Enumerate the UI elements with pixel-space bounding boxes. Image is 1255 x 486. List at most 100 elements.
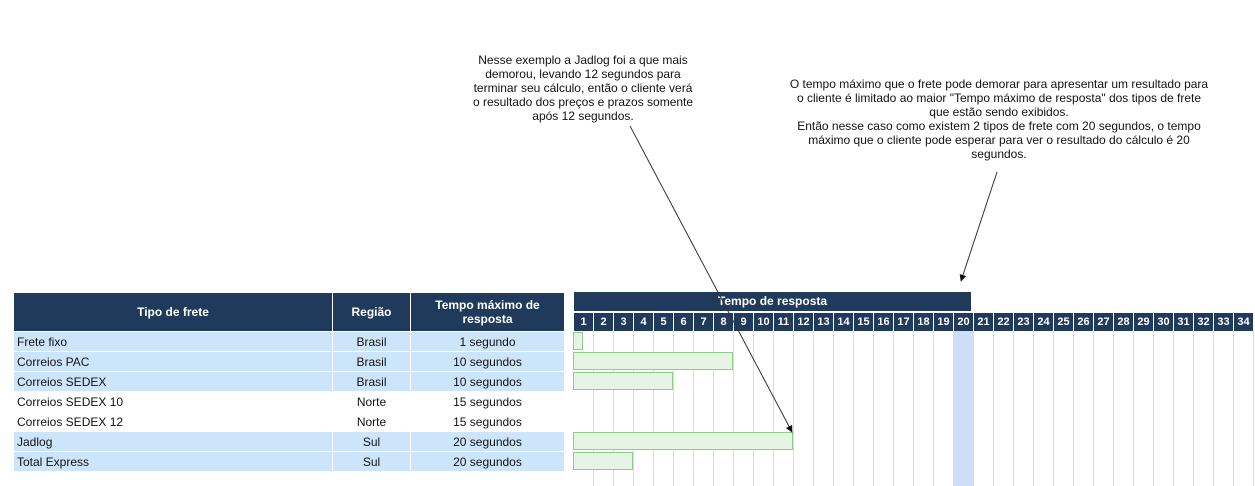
second-label: 12: [794, 313, 813, 331]
second-label: 14: [834, 313, 853, 331]
cell-max-time: 15 segundos: [410, 391, 565, 412]
second-label: 27: [1094, 313, 1113, 331]
grid-line: [773, 331, 774, 486]
header-type: Tipo de frete: [13, 292, 333, 332]
second-label: 18: [914, 313, 933, 331]
response-bar: [573, 352, 733, 370]
table-row: Jadlog Sul 20 segundos: [13, 431, 565, 452]
arrow-max-time: [959, 171, 998, 282]
second-label: 33: [1214, 313, 1233, 331]
timeline-title: Tempo de resposta: [574, 292, 971, 311]
second-label: 19: [934, 313, 953, 331]
cell-type: Jadlog: [13, 431, 333, 452]
grid-line: [693, 331, 694, 486]
table-row: Total Express Sul 20 segundos: [13, 451, 565, 472]
grid-line: [853, 331, 854, 486]
response-bar: [573, 432, 793, 450]
grid-line: [613, 331, 614, 486]
second-label: 20: [954, 313, 973, 331]
table-row: Correios PAC Brasil 10 segundos: [13, 351, 565, 372]
grid-line: [673, 331, 674, 486]
grid-line: [1053, 331, 1054, 486]
second-label: 29: [1134, 313, 1153, 331]
header-region: Região: [332, 292, 411, 332]
second-label: 22: [994, 313, 1013, 331]
cell-region: Sul: [332, 431, 411, 452]
grid-line: [933, 331, 934, 486]
second-label: 21: [974, 313, 993, 331]
cell-type: Correios PAC: [13, 351, 333, 372]
cell-type: Correios SEDEX: [13, 371, 333, 392]
grid-line: [1233, 331, 1234, 486]
grid-line: [1033, 331, 1034, 486]
header-max-time: Tempo máximo de resposta: [410, 292, 565, 332]
second-label: 17: [894, 313, 913, 331]
cell-type: Correios SEDEX 12: [13, 411, 333, 432]
grid-line: [1113, 331, 1114, 486]
grid-line: [1173, 331, 1174, 486]
grid-line: [913, 331, 914, 486]
table-row: Frete fixo Brasil 1 segundo: [13, 331, 565, 352]
second-label: 11: [774, 313, 793, 331]
grid-line: [713, 331, 714, 486]
second-label: 34: [1234, 313, 1253, 331]
cell-type: Frete fixo: [13, 331, 333, 352]
response-bar: [573, 372, 673, 390]
response-bar: [573, 452, 633, 470]
grid-line: [593, 331, 594, 486]
second-label: 7: [694, 313, 713, 331]
second-label: 6: [674, 313, 693, 331]
second-label: 26: [1074, 313, 1093, 331]
grid-line: [1013, 331, 1014, 486]
highlight-column: [954, 331, 973, 486]
cell-max-time: 20 segundos: [410, 431, 565, 452]
second-label: 30: [1154, 313, 1173, 331]
second-label: 15: [854, 313, 873, 331]
response-bar: [573, 332, 583, 350]
cell-max-time: 20 segundos: [410, 451, 565, 472]
second-label: 2: [594, 313, 613, 331]
grid-line: [793, 331, 794, 486]
grid-line: [1073, 331, 1074, 486]
second-label: 31: [1174, 313, 1193, 331]
grid-line: [733, 331, 734, 486]
cell-type: Correios SEDEX 10: [13, 391, 333, 412]
freight-table: Tipo de frete Região Tempo máximo de res…: [13, 292, 565, 472]
grid-line: [833, 331, 834, 486]
second-label: 4: [634, 313, 653, 331]
max-time-note: O tempo máximo que o frete pode demorar …: [789, 77, 1209, 161]
cell-region: Brasil: [332, 371, 411, 392]
second-label: 10: [754, 313, 773, 331]
cell-region: Sul: [332, 451, 411, 472]
grid-line: [993, 331, 994, 486]
jadlog-note: Nesse exemplo a Jadlog foi a que mais de…: [472, 53, 694, 123]
second-label: 8: [714, 313, 733, 331]
second-label: 13: [814, 313, 833, 331]
grid-line: [753, 331, 754, 486]
grid-line: [633, 331, 634, 486]
second-label: 23: [1014, 313, 1033, 331]
second-label: 1: [574, 313, 593, 331]
grid-line: [1153, 331, 1154, 486]
grid-line: [873, 331, 874, 486]
second-label: 25: [1054, 313, 1073, 331]
second-label: 16: [874, 313, 893, 331]
second-label: 3: [614, 313, 633, 331]
grid-line: [973, 331, 974, 486]
cell-max-time: 10 segundos: [410, 351, 565, 372]
grid-line: [953, 331, 954, 486]
grid-line: [1253, 331, 1254, 486]
table-row: Correios SEDEX 10 Norte 15 segundos: [13, 391, 565, 412]
grid-line: [1213, 331, 1214, 486]
grid-line: [1133, 331, 1134, 486]
second-label: 28: [1114, 313, 1133, 331]
grid-line: [1193, 331, 1194, 486]
grid-line: [1093, 331, 1094, 486]
cell-region: Norte: [332, 411, 411, 432]
grid-line: [893, 331, 894, 486]
cell-max-time: 1 segundo: [410, 331, 565, 352]
second-label: 24: [1034, 313, 1053, 331]
second-label: 32: [1194, 313, 1213, 331]
grid-line: [813, 331, 814, 486]
